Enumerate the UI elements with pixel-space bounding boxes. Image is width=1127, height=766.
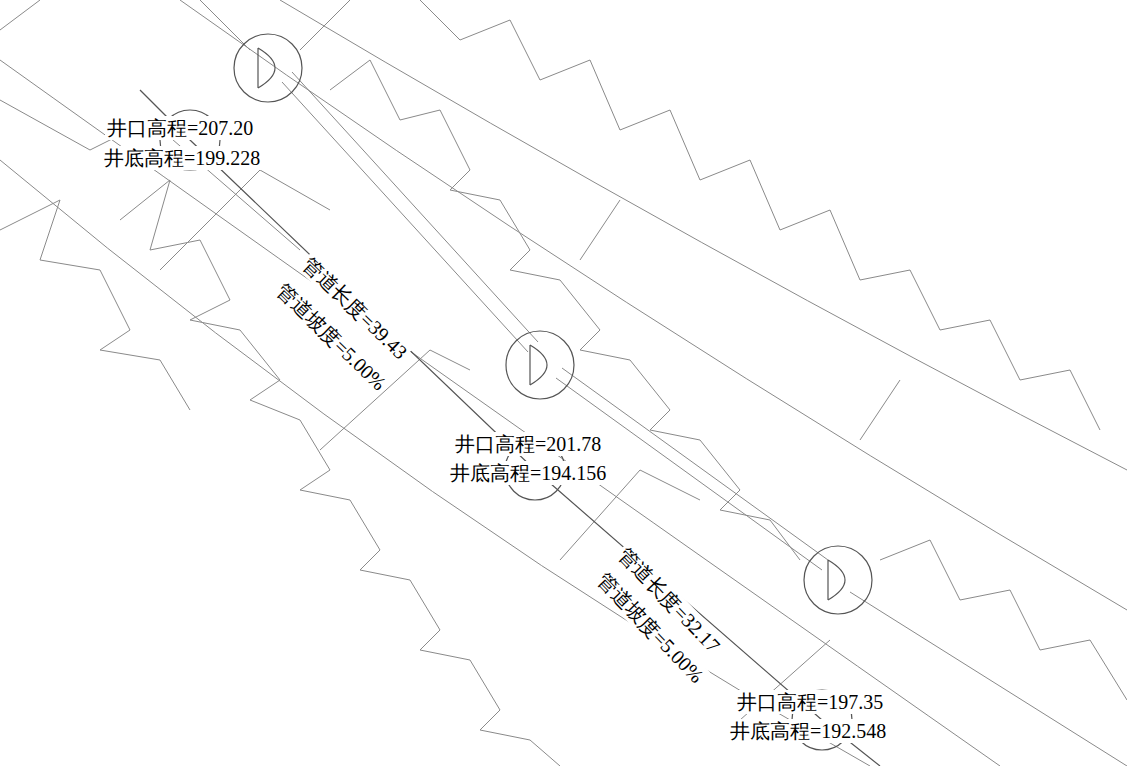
elevation-note: 井底高程=194.156 bbox=[448, 461, 608, 485]
elevation-note: 井口高程=201.78 bbox=[453, 432, 603, 456]
elevation-note: 井口高程=207.20 bbox=[105, 116, 255, 140]
elevation-note: 井底高程=199.228 bbox=[102, 146, 262, 170]
elevation-note: 井口高程=197.35 bbox=[735, 690, 885, 714]
elevation-note: 井底高程=192.548 bbox=[728, 719, 888, 743]
